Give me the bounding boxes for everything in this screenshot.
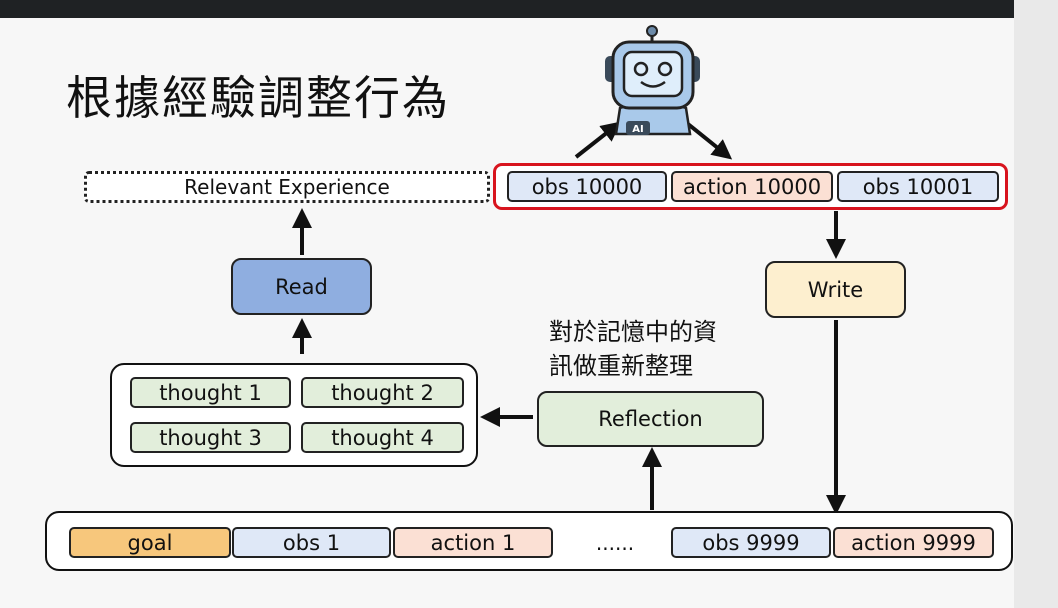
reflection-note-line-2: 訊做重新整理: [549, 352, 693, 380]
memory-ellipsis: ......: [580, 527, 650, 558]
thought-3-label: thought 3: [159, 425, 262, 450]
relevant-experience-box: Relevant Experience: [84, 171, 490, 203]
robot-icon: AI: [605, 25, 700, 136]
reflection-box: Reflection: [537, 391, 764, 447]
write-box: Write: [765, 261, 906, 318]
window-action-10000-label: action 10000: [682, 174, 822, 199]
memory-action-9999-cell: action 9999: [833, 527, 994, 558]
memory-goal-label: goal: [127, 530, 173, 555]
reflection-note: 對於記憶中的資 訊做重新整理: [549, 315, 717, 383]
thought-2-label: thought 2: [331, 380, 434, 405]
arrow-robot-to-window: [686, 122, 733, 160]
memory-ellipsis-label: ......: [595, 530, 635, 555]
window-cell-obs-10000: obs 10000: [507, 171, 667, 202]
thought-1-cell: thought 1: [130, 377, 291, 408]
reflection-note-line-1: 對於記憶中的資: [549, 318, 717, 346]
thought-4-label: thought 4: [331, 425, 434, 450]
memory-obs-1-label: obs 1: [282, 530, 341, 555]
thought-3-cell: thought 3: [130, 422, 291, 453]
memory-action-9999-label: action 9999: [851, 530, 976, 555]
window-cell-obs-10001: obs 10001: [837, 171, 999, 202]
write-label: Write: [807, 277, 864, 302]
memory-obs-9999-cell: obs 9999: [671, 527, 831, 558]
thought-1-label: thought 1: [159, 380, 262, 405]
read-box: Read: [231, 258, 372, 315]
thought-4-cell: thought 4: [301, 422, 464, 453]
window-top-bar: [0, 0, 1058, 18]
memory-obs-1-cell: obs 1: [232, 527, 391, 558]
reflection-label: Reflection: [598, 407, 703, 431]
memory-goal-cell: goal: [69, 527, 231, 558]
slide-title: 根據經驗調整行為: [66, 71, 450, 125]
memory-action-1-label: action 1: [430, 530, 516, 555]
memory-obs-9999-label: obs 9999: [702, 530, 800, 555]
window-obs-10001-label: obs 10001: [862, 174, 974, 199]
memory-action-1-cell: action 1: [393, 527, 553, 558]
slide-right-margin: [1014, 0, 1058, 608]
arrow-window-to-robot: [574, 121, 622, 159]
read-label: Read: [275, 274, 328, 299]
window-obs-10000-label: obs 10000: [531, 174, 643, 199]
thought-2-cell: thought 2: [301, 377, 464, 408]
window-cell-action-10000: action 10000: [671, 171, 833, 202]
relevant-experience-label: Relevant Experience: [184, 175, 390, 199]
robot-ai-badge: AI: [632, 124, 643, 135]
